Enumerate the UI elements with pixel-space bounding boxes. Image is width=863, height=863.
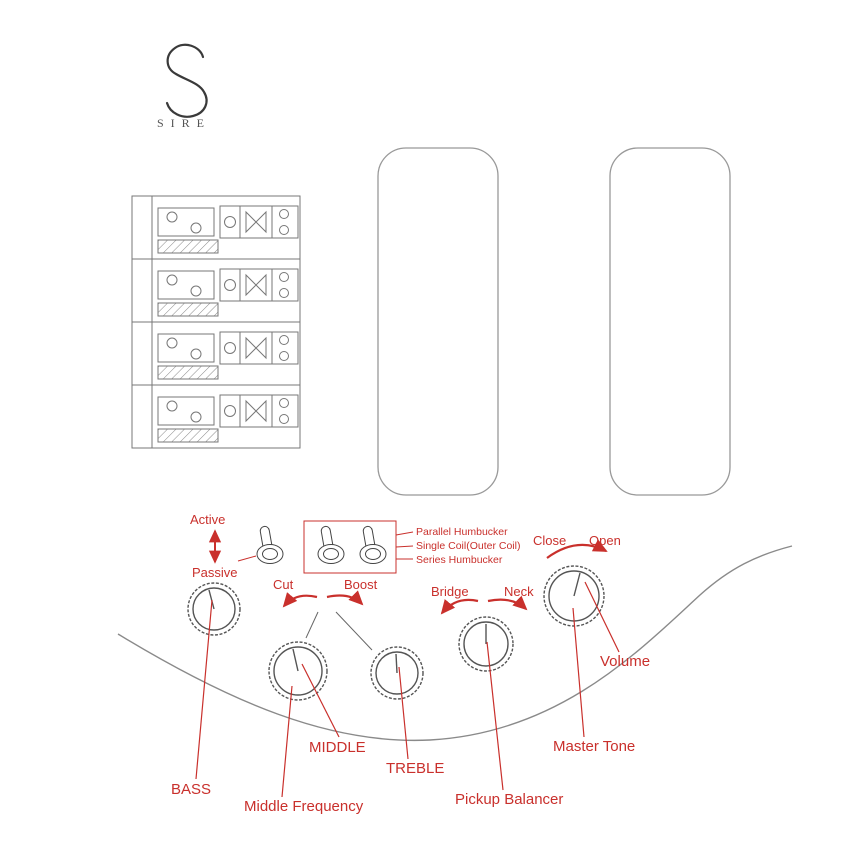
label-middle-frequency: Middle Frequency [244, 798, 364, 815]
label-passive: Passive [192, 565, 238, 580]
neck-pickup [377, 147, 499, 496]
bridge-pickup [609, 147, 731, 496]
label-close: Close [533, 533, 567, 548]
active-passive-switch [256, 525, 284, 564]
label-single-coil: Single Coil(Outer Coil) [416, 540, 521, 552]
sire-logo-icon [165, 43, 208, 118]
label-treble: TREBLE [386, 760, 445, 777]
bass-knob [187, 582, 241, 636]
label-leader-lines [195, 581, 620, 798]
brand-wordmark: SIRE [157, 116, 212, 130]
middle-knob [268, 641, 328, 701]
coil-mode-switch-1 [317, 525, 345, 564]
label-pickup-balancer: Pickup Balancer [455, 791, 564, 808]
volume-knob [543, 565, 605, 627]
label-volume: Volume [600, 653, 651, 670]
bridge-neck-arrows [440, 595, 528, 615]
body-contour-line [117, 545, 793, 742]
label-master-tone: Master Tone [553, 738, 636, 755]
label-middle: MIDDLE [309, 739, 366, 756]
coil-switch-callout-lines [237, 531, 414, 562]
label-active: Active [190, 512, 226, 527]
label-parallel-humbucker: Parallel Humbucker [416, 526, 508, 538]
bridge-diagram [131, 195, 301, 449]
treble-knob [370, 646, 424, 700]
stacked-knob-pointer-lines [305, 611, 373, 651]
cut-boost-arrows [282, 590, 364, 608]
label-series-humbucker: Series Humbucker [416, 554, 503, 566]
label-boost: Boost [344, 577, 378, 592]
label-bridge: Bridge [431, 584, 469, 599]
close-open-arrow [546, 539, 608, 559]
coil-mode-switch-2 [359, 525, 387, 564]
pickup-balancer-knob [458, 616, 514, 672]
label-open: Open [589, 533, 621, 548]
label-bass: BASS [171, 781, 212, 798]
label-cut: Cut [273, 577, 294, 592]
label-neck: Neck [504, 584, 534, 599]
